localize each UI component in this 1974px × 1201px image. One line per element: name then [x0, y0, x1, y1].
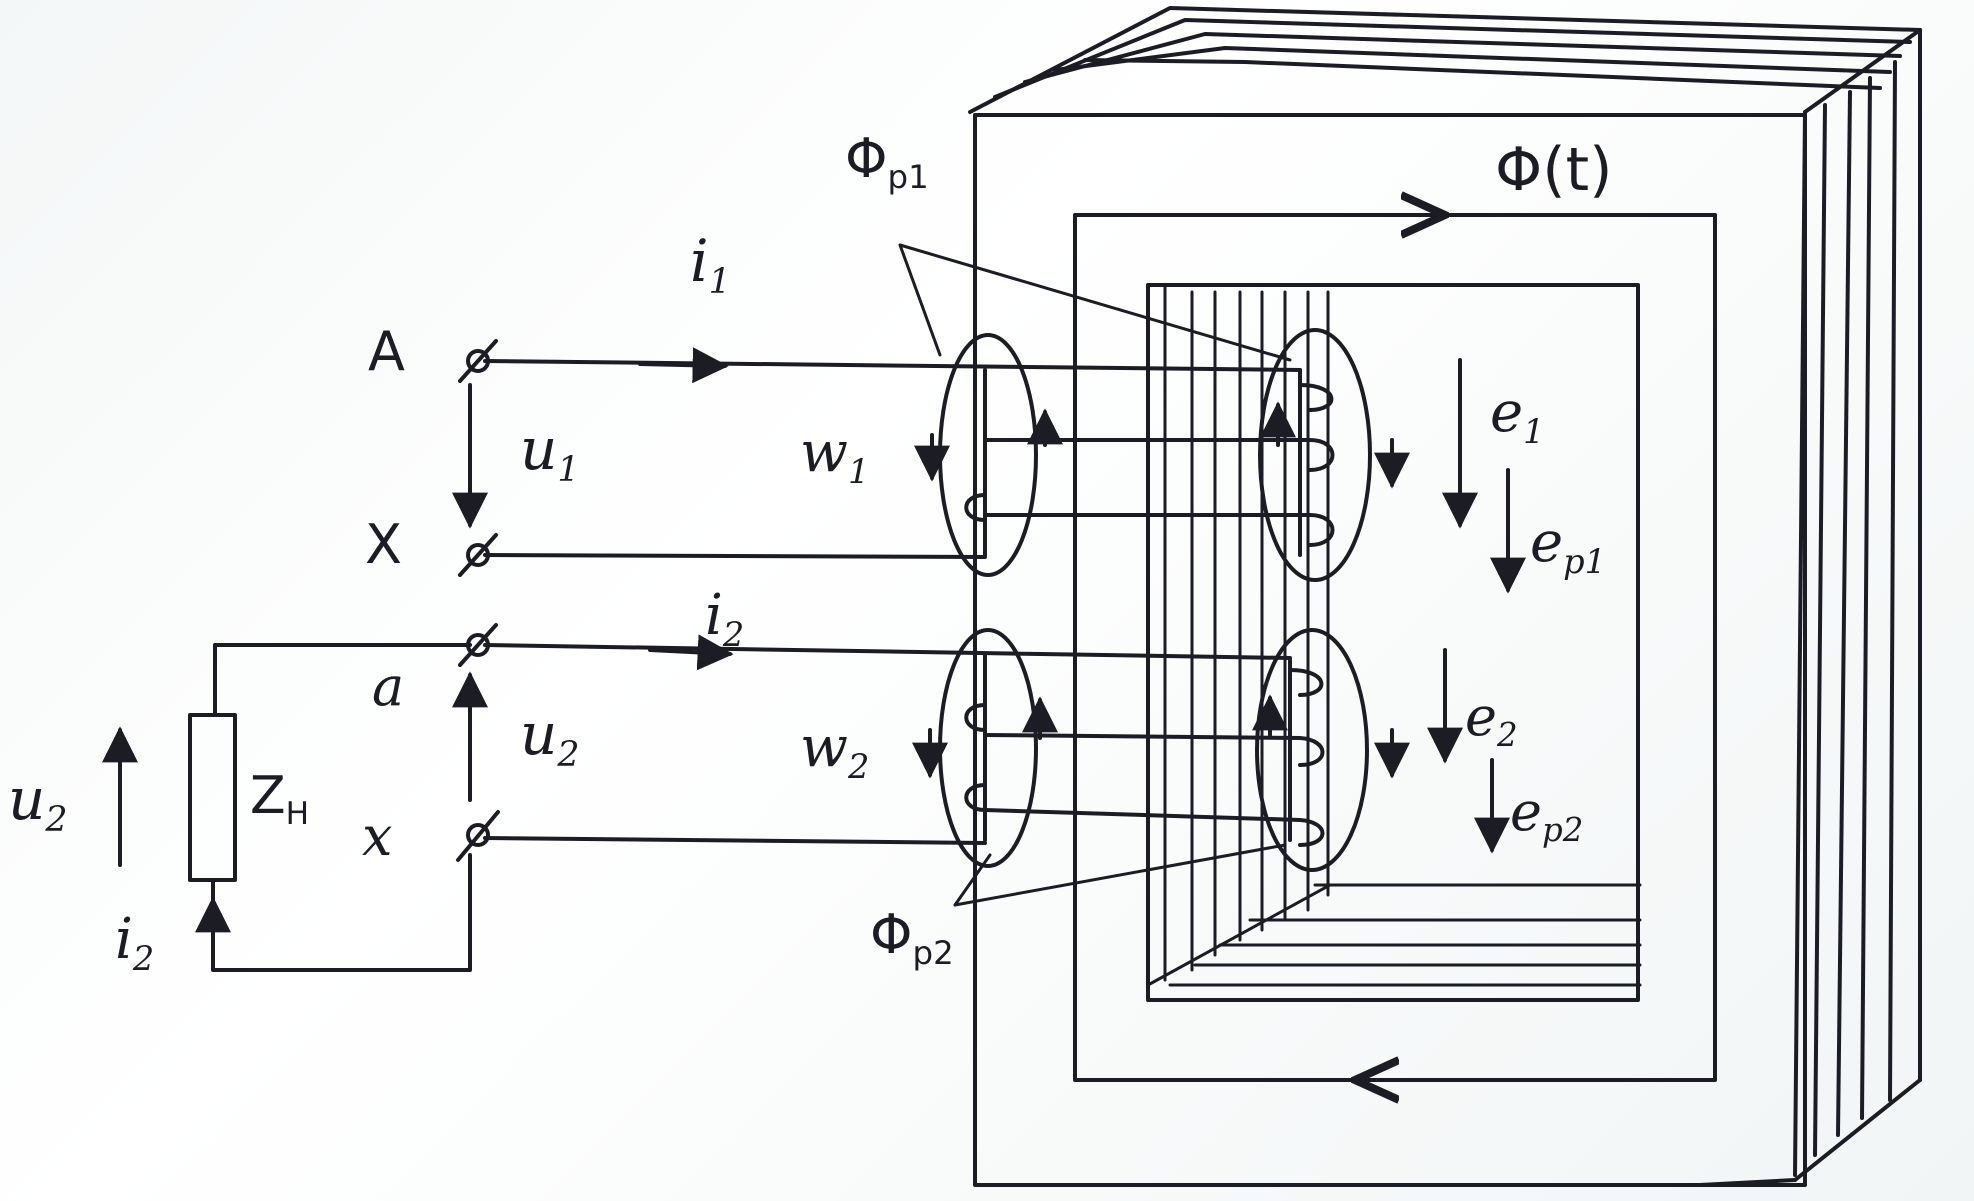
leakage-loop-p1-right [1258, 328, 1372, 582]
secondary-wires [102, 634, 1292, 972]
window-laminations [1146, 283, 1642, 987]
main-flux-arrows [1355, 215, 1445, 1080]
w2-label: w2 [800, 715, 870, 786]
load-resistor [188, 713, 237, 882]
terminal-x-label: x [362, 805, 393, 868]
i1-label: i1 [690, 227, 731, 303]
terminal-a-label: a [372, 655, 405, 718]
emf-arrows [1427, 358, 1526, 854]
i2-top-arrow [648, 634, 734, 671]
terminal-A-circle [466, 349, 490, 373]
core-laminations [968, 6, 1922, 1187]
u2-left-label: u2 [8, 765, 68, 841]
leader-lines [898, 243, 1292, 907]
core-outer-frame [973, 113, 1807, 1187]
core-window [1146, 283, 1640, 1002]
u2-right-label: u2 [520, 700, 580, 776]
i2-bottom-label: i2 [115, 907, 155, 978]
z-load-label: ZH [250, 766, 310, 832]
phi-p1-label: Φp1 [845, 127, 929, 197]
e2-label: e2 [1465, 685, 1518, 755]
terminal-A-label: A [368, 320, 405, 383]
ep2-label: ep2 [1510, 780, 1584, 850]
e1-label: e1 [1490, 380, 1545, 451]
i2-top-label: i2 [705, 583, 745, 654]
terminal-X-label: X [365, 513, 402, 576]
i1-arrow [638, 347, 729, 384]
terminal-a-circle [466, 633, 490, 657]
primary-wires [452, 347, 1302, 559]
phi-t-label: Φ(t) [1495, 135, 1613, 205]
flux-path-frame [1073, 213, 1717, 1082]
leakage-loop-p2-left [938, 628, 1038, 868]
w1-label: w1 [800, 420, 870, 491]
primary-winding [914, 328, 1410, 582]
leakage-loop-p2-right [1255, 628, 1369, 872]
phi-p2-label: Φp2 [870, 903, 954, 973]
ep1-label: ep1 [1530, 510, 1606, 581]
terminal-x-circle [466, 823, 490, 847]
leakage-loop-p1-left [938, 333, 1038, 577]
terminal-X-circle [466, 543, 490, 567]
u1-label: u1 [520, 415, 580, 491]
terminals [456, 339, 500, 862]
secondary-winding [912, 628, 1410, 872]
